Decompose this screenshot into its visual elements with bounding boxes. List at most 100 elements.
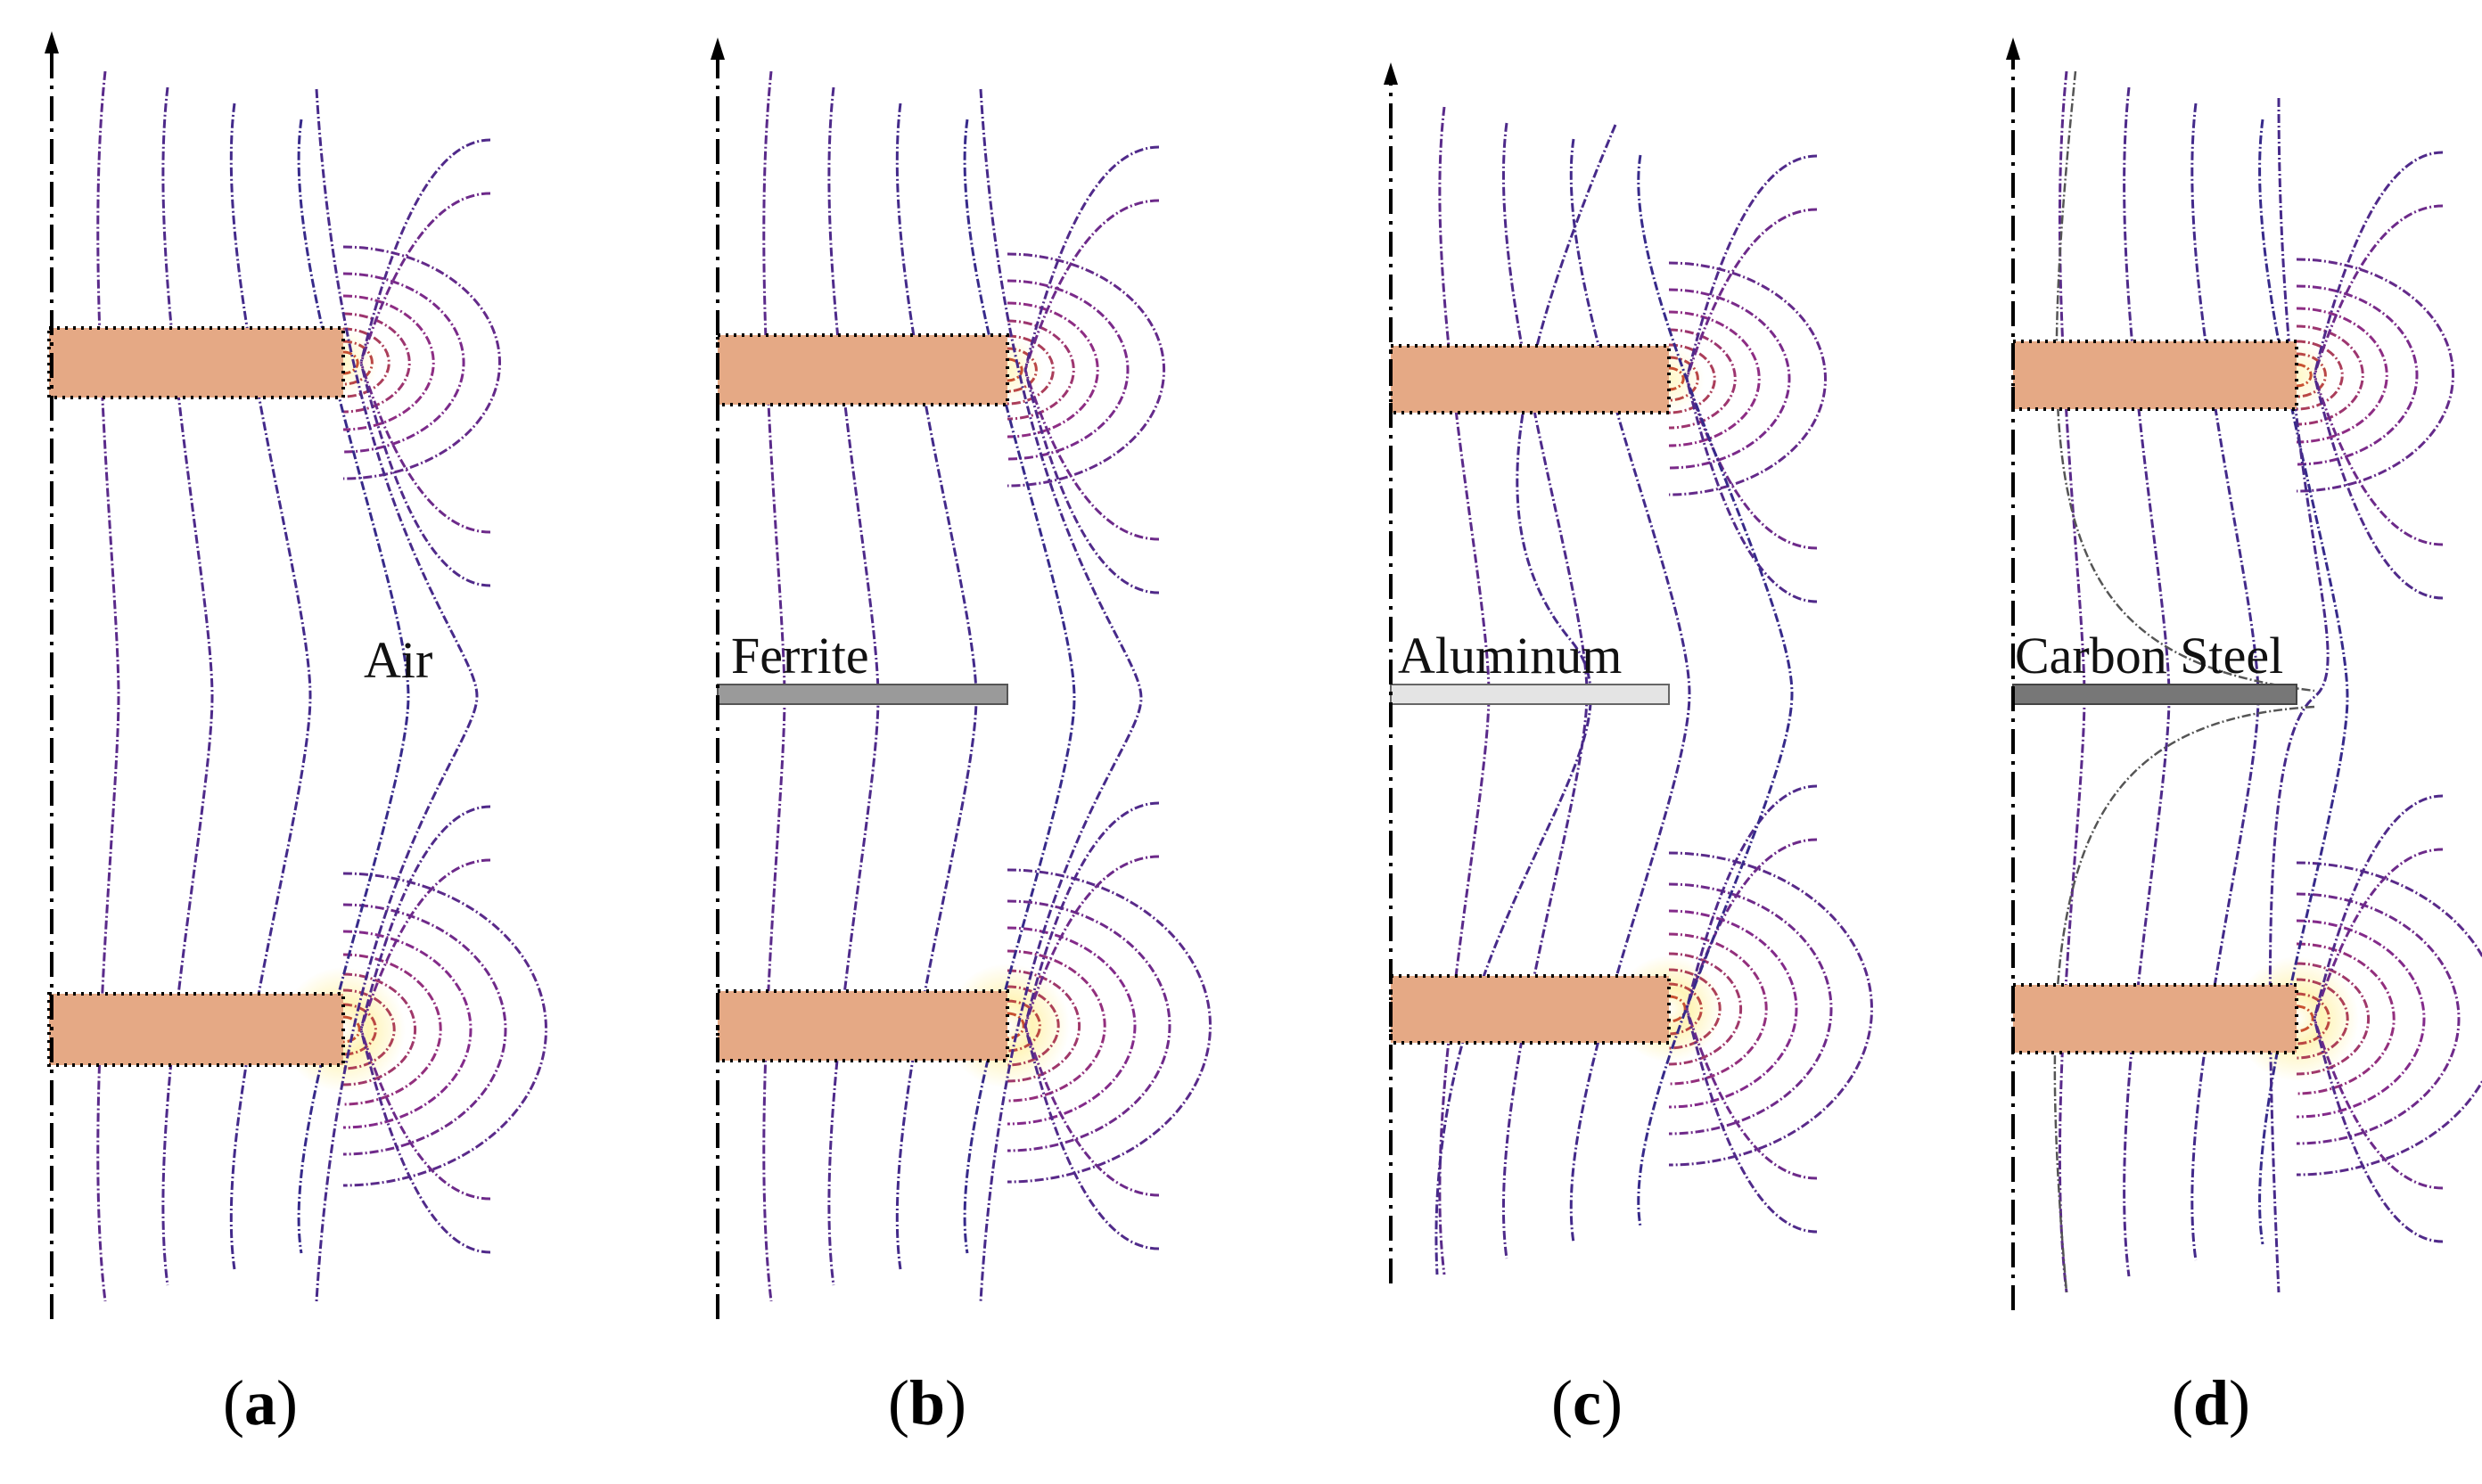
field-lines <box>96 70 547 1302</box>
field-line <box>1023 855 1160 1027</box>
field-line <box>342 988 396 1070</box>
panel-label: (b) <box>888 1367 966 1439</box>
field-line <box>1668 366 1685 391</box>
field-line <box>2296 919 2426 1119</box>
field-line <box>2296 1004 2314 1033</box>
field-line <box>1685 1008 1818 1234</box>
field-line <box>2313 848 2444 1020</box>
field-line <box>342 930 473 1129</box>
coil-top <box>716 333 1009 406</box>
field-line <box>2313 794 2444 1020</box>
material-label: Carbon Steel <box>2015 627 2283 685</box>
field-line <box>1007 999 1041 1053</box>
field-line <box>1007 357 1023 382</box>
coil-bottom <box>47 992 345 1067</box>
field-line <box>359 805 491 1030</box>
ferrite-plate <box>717 684 1008 705</box>
field-line <box>1007 347 1038 393</box>
field-line <box>2313 1018 2444 1243</box>
field-line <box>1023 145 1160 371</box>
coil-bottom <box>1389 974 1671 1045</box>
coil-top <box>2011 340 2298 411</box>
field-line <box>359 362 491 534</box>
field-line <box>2313 374 2444 600</box>
field-line <box>359 192 491 364</box>
field-line <box>342 903 507 1156</box>
field-line <box>315 88 479 1302</box>
field-line <box>2313 1018 2444 1190</box>
field-line <box>1007 252 1165 488</box>
field-line <box>2296 892 2461 1145</box>
coil-bottom <box>2011 983 2298 1054</box>
field-line <box>2296 258 2454 493</box>
field-line <box>2313 204 2444 376</box>
field-line <box>1668 968 1722 1050</box>
field-line <box>1668 261 1827 496</box>
field-line <box>1007 969 1081 1083</box>
field-line <box>359 362 491 587</box>
material-label: Aluminum <box>1398 627 1622 685</box>
field-line <box>1668 909 1798 1109</box>
field-line <box>359 138 491 364</box>
field-line <box>1685 1008 1818 1180</box>
axis-arrow-icon <box>45 31 59 53</box>
field-line <box>963 119 1076 1254</box>
field-line <box>1007 1012 1025 1040</box>
coil-top <box>1389 344 1671 414</box>
field-line <box>1023 1025 1160 1250</box>
field-line <box>359 1029 491 1201</box>
panel-label: (d) <box>2172 1367 2250 1439</box>
field-line <box>161 86 214 1286</box>
panel-label: (a) <box>223 1367 298 1439</box>
field-line <box>342 245 501 480</box>
field-line <box>1685 378 1818 603</box>
panel-label: (c) <box>1551 1367 1623 1439</box>
panel-b: Ferrite (b) <box>711 37 1212 1439</box>
field-line <box>2296 363 2313 388</box>
field-line <box>1668 343 1716 414</box>
aluminum-plate <box>1390 684 1670 705</box>
field-line <box>1685 154 1818 380</box>
field-line <box>979 88 1143 1302</box>
field-line <box>342 953 442 1106</box>
field-line <box>2296 978 2349 1060</box>
field-line <box>2296 352 2327 398</box>
axis-arrow-icon <box>2006 37 2020 60</box>
field-line <box>2313 151 2444 376</box>
field-line <box>342 272 465 454</box>
field-line <box>2313 374 2444 546</box>
panel-d: Carbon Steel (d) <box>2006 37 2482 1439</box>
field-line <box>2258 119 2349 1245</box>
field-line <box>342 1003 377 1056</box>
field-line <box>1023 801 1160 1027</box>
field-line <box>1007 868 1212 1184</box>
field-line <box>1668 882 1833 1136</box>
material-label: Ferrite <box>731 627 869 685</box>
field-line <box>1007 334 1055 406</box>
field-line <box>1668 288 1791 470</box>
field-line <box>1668 995 1687 1023</box>
carbon-steel-plate <box>2012 684 2297 705</box>
field-line <box>342 327 390 398</box>
field-line <box>1023 199 1160 371</box>
field-line <box>1668 851 1873 1167</box>
field-line <box>297 119 410 1254</box>
field-line <box>1637 154 1794 1227</box>
field-line <box>2296 340 2344 411</box>
field-line <box>2053 705 2315 1293</box>
field-line <box>1569 138 1691 1243</box>
field-line <box>2296 284 2419 466</box>
axis-arrow-icon <box>711 37 725 60</box>
field-line <box>359 1029 491 1254</box>
field-line <box>342 872 547 1187</box>
field-line <box>1007 985 1060 1067</box>
field-line <box>1007 899 1171 1152</box>
field-line <box>2296 861 2482 1177</box>
field-line <box>342 972 417 1086</box>
field-line <box>2296 992 2330 1045</box>
field-line <box>229 102 312 1270</box>
panel-a: Air (a) <box>45 31 547 1439</box>
panel-c: Aluminum (c) <box>1384 62 1873 1439</box>
axis-arrow-icon <box>1384 62 1398 85</box>
